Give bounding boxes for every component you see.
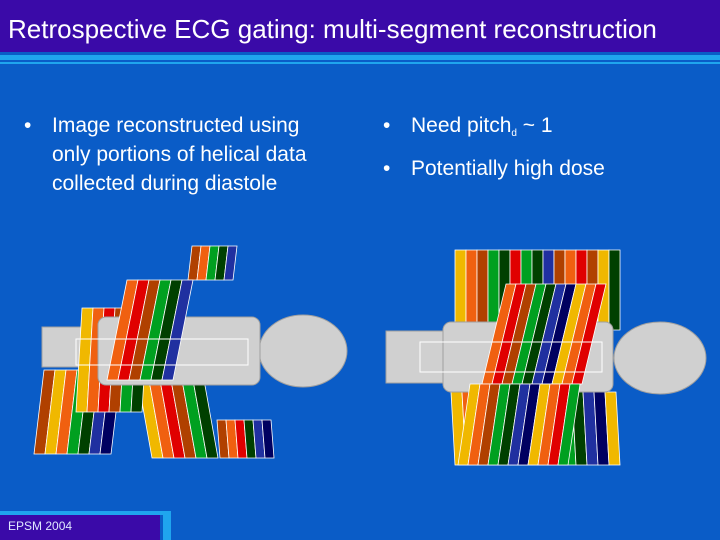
left-diagram bbox=[33, 245, 348, 459]
right-bullet-1-subscript: d bbox=[511, 128, 517, 139]
footer-box bbox=[0, 515, 160, 540]
left-bullet-1: Image reconstructed using only portions … bbox=[24, 111, 364, 198]
right-lower-front-band-stripe bbox=[557, 383, 581, 466]
left-bullet-1-line-2: only portions of helical data bbox=[52, 143, 307, 166]
left-bullet-1-line-3: collected during diastole bbox=[52, 172, 278, 195]
right-bullet-1-text: Need pitch bbox=[411, 114, 512, 137]
right-bullet-2-text: Potentially high dose bbox=[411, 157, 605, 180]
slide-title: Retrospective ECG gating: multi-segment … bbox=[8, 14, 657, 44]
left-top-small-band bbox=[187, 245, 238, 281]
right-top-back-band-stripe bbox=[465, 249, 478, 331]
right-reconstruction-window bbox=[419, 341, 603, 373]
left-head-ellipse bbox=[258, 314, 348, 388]
title-rule-2 bbox=[0, 62, 720, 64]
right-top-back-band-stripe bbox=[608, 249, 621, 331]
left-bottom-right-band-stripe bbox=[261, 419, 275, 459]
right-main-diagonal-band bbox=[481, 283, 607, 385]
right-diagram bbox=[385, 249, 707, 466]
right-bullet-1-suffix: ~ 1 bbox=[516, 114, 553, 137]
right-bullet-list: Need pitchd ~ 1 Potentially high dose bbox=[383, 111, 713, 189]
right-top-back-band-stripe bbox=[476, 249, 489, 331]
right-head-ellipse bbox=[613, 321, 707, 395]
right-front-data-segments bbox=[457, 283, 607, 466]
right-bullet-1: Need pitchd ~ 1 bbox=[383, 111, 713, 148]
right-bottom-back-band-stripe bbox=[604, 391, 621, 466]
left-main-diagonal-band bbox=[106, 279, 194, 381]
left-bullet-list: Image reconstructed using only portions … bbox=[24, 111, 364, 204]
right-top-back-band-stripe bbox=[454, 249, 467, 331]
title-rule-1 bbox=[0, 55, 720, 60]
right-top-back-band-stripe bbox=[487, 249, 500, 331]
title-bar bbox=[0, 0, 720, 52]
left-main-diagonal-band-stripe bbox=[161, 279, 194, 381]
footer-accent-top bbox=[0, 511, 171, 515]
left-reconstruction-window bbox=[75, 338, 249, 366]
left-front-data-segment bbox=[106, 279, 194, 381]
left-top-small-band-stripe bbox=[223, 245, 238, 281]
left-bottom-mid-band bbox=[137, 379, 219, 459]
right-bullet-2: Potentially high dose bbox=[383, 154, 713, 183]
left-bullet-1-line-1: Image reconstructed using bbox=[52, 114, 300, 137]
footer-accent-side bbox=[163, 515, 171, 540]
left-bottom-right-band bbox=[216, 419, 275, 459]
right-lower-front-band bbox=[457, 383, 581, 466]
footer-text: EPSM 2004 bbox=[8, 519, 73, 533]
right-main-diagonal-band-stripe bbox=[571, 283, 607, 385]
